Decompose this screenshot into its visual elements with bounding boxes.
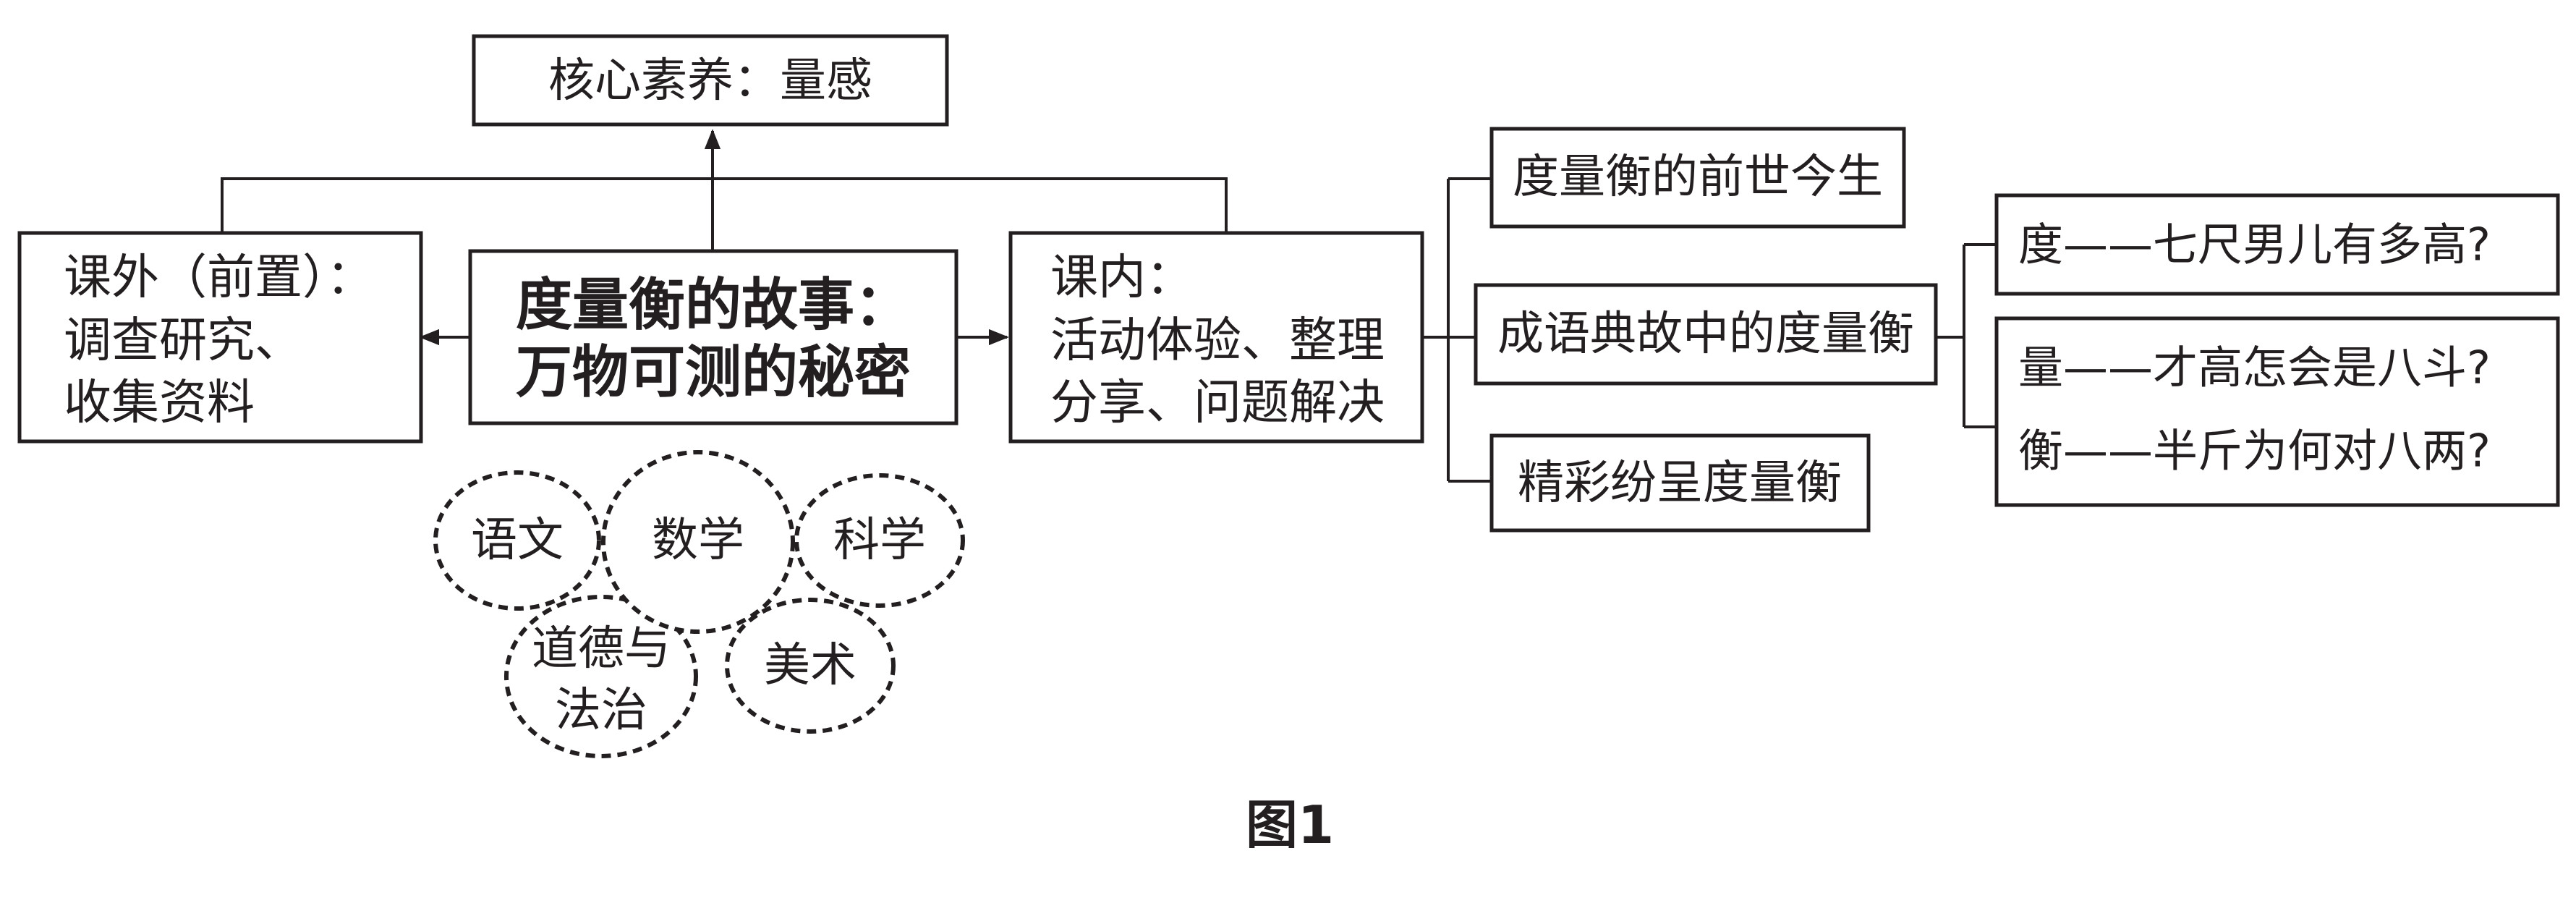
left-box-line-1: 课外（前置）： bbox=[64, 250, 374, 305]
subject-morality-label-line-2: 法治 bbox=[555, 684, 647, 737]
center-box-line-1: 度量衡的故事： bbox=[516, 273, 911, 338]
question-heng-label: 衡——半斤为何对八两? bbox=[2018, 425, 2491, 478]
subject-science-label: 科学 bbox=[833, 514, 926, 567]
subject-art-label: 美术 bbox=[764, 639, 856, 692]
question-du-label: 度——七尺男儿有多高? bbox=[2018, 219, 2491, 271]
left-box bbox=[17, 231, 423, 444]
labels: 核心素养：量感 课外（前置）： 调查研究、 收集资料 度量衡的故事： 万物可测的… bbox=[64, 54, 2491, 855]
boxes bbox=[17, 34, 2560, 533]
question-liang-heng-box bbox=[1994, 316, 2560, 507]
figure-caption: 图1 bbox=[1246, 794, 1334, 855]
branch-history-box bbox=[1489, 127, 1906, 229]
subject-math-circle bbox=[601, 450, 795, 634]
branch-wonderful-label: 精彩纷呈度量衡 bbox=[1518, 457, 1842, 510]
branch-wonderful-box bbox=[1489, 433, 1871, 533]
middle-box-line-3: 分享、问题解决 bbox=[1050, 375, 1385, 431]
branch-idioms-label: 成语典故中的度量衡 bbox=[1497, 308, 1914, 361]
middle-box bbox=[1008, 231, 1424, 444]
subject-morality-label-line-1: 道德与 bbox=[532, 622, 671, 676]
subject-science-circle bbox=[794, 473, 965, 608]
question-du-box bbox=[1994, 193, 2560, 296]
connector-left-middle-bracket bbox=[221, 177, 1228, 233]
question-liang-label: 量——才高怎会是八斗? bbox=[2018, 342, 2491, 394]
center-box bbox=[468, 249, 958, 425]
subject-math-label: 数学 bbox=[652, 514, 744, 567]
middle-box-line-1: 课内： bbox=[1050, 250, 1194, 305]
center-box-line-2: 万物可测的秘密 bbox=[516, 340, 911, 405]
left-box-line-3: 收集资料 bbox=[64, 375, 255, 431]
branch-idioms-box bbox=[1474, 283, 1938, 386]
subject-chinese-circle bbox=[433, 470, 601, 611]
connectors bbox=[221, 129, 1997, 483]
branch-history-label: 度量衡的前世今生 bbox=[1513, 150, 1883, 204]
subject-art-circle bbox=[725, 598, 896, 734]
middle-box-line-2: 活动体验、整理 bbox=[1050, 313, 1385, 368]
subject-chinese-label: 语文 bbox=[471, 514, 564, 567]
top-box-label: 核心素养：量感 bbox=[548, 54, 872, 108]
subject-morality-circle bbox=[504, 595, 698, 758]
subject-circles bbox=[433, 450, 965, 758]
top-box bbox=[472, 34, 949, 127]
left-box-line-2: 调查研究、 bbox=[64, 313, 302, 368]
